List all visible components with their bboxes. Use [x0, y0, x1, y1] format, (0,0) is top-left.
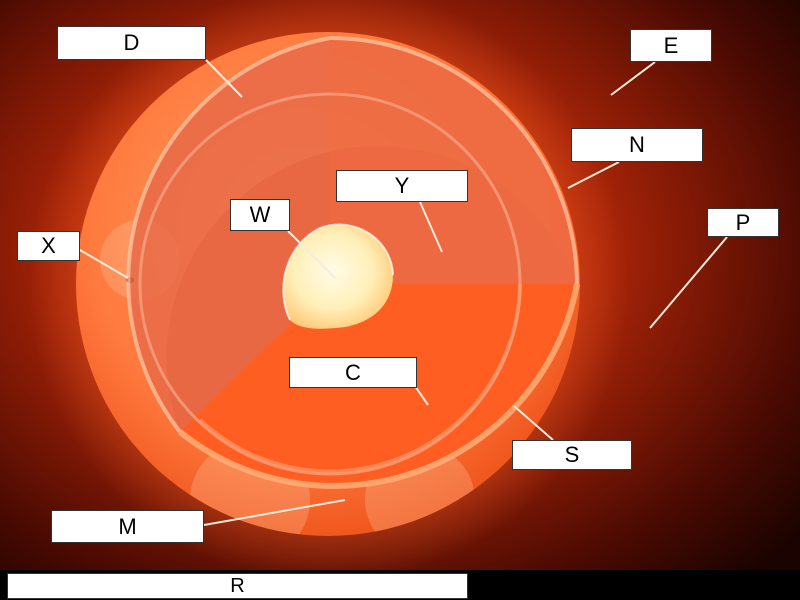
leader-line-W	[287, 230, 336, 279]
leader-line-N	[567, 161, 620, 189]
leader-line-C	[414, 385, 429, 406]
leader-line-S	[513, 405, 554, 441]
leader-line-Y	[419, 201, 443, 253]
label-E: E	[630, 29, 712, 62]
core	[283, 224, 393, 329]
leader-line-E	[610, 61, 656, 96]
label-Y: Y	[336, 170, 468, 202]
label-X: X	[17, 231, 80, 261]
label-N: N	[571, 128, 703, 162]
label-P: P	[707, 208, 779, 237]
leader-line-X	[79, 249, 129, 279]
label-M: M	[51, 510, 204, 543]
leader-line-P	[649, 236, 728, 329]
leader-line-D	[205, 59, 243, 98]
leader-lines	[79, 59, 728, 526]
label-W: W	[230, 199, 290, 231]
leader-line-M	[203, 499, 346, 526]
label-C: C	[289, 357, 417, 388]
label-D: D	[57, 26, 206, 60]
label-R: R	[7, 573, 468, 599]
label-S: S	[512, 440, 632, 470]
